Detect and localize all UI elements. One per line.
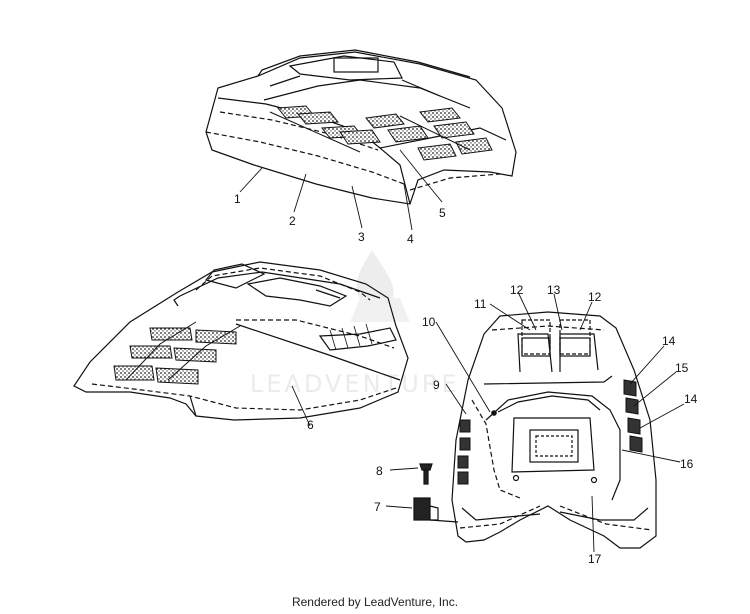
right-side-vents	[623, 379, 643, 453]
callout-10: 10	[422, 315, 436, 329]
underside-hood-assembly	[385, 291, 685, 553]
callout-14-lower: 14	[684, 392, 698, 406]
watermark: LEADVENTURE	[250, 250, 460, 398]
callout-12-right: 12	[588, 290, 602, 304]
callout-labels: 1 2 3 4 5 6 7 8 9 10 11 12 13 12 14 15 1…	[234, 192, 698, 566]
callout-6: 6	[307, 418, 314, 432]
callout-9: 9	[433, 378, 440, 392]
middle-hood-vents	[113, 321, 241, 385]
callout-13: 13	[547, 283, 561, 297]
callout-12-left: 12	[510, 283, 524, 297]
callout-8: 8	[376, 464, 383, 478]
callout-15: 15	[675, 361, 689, 375]
left-side-vents	[457, 419, 471, 485]
callout-3: 3	[358, 230, 365, 244]
watermark-text: LEADVENTURE	[250, 370, 460, 398]
bracket-7	[413, 497, 459, 523]
footer-credit: Rendered by LeadVenture, Inc.	[291, 595, 459, 609]
callout-7: 7	[374, 500, 381, 514]
top-hood-vents	[269, 105, 493, 161]
callout-11: 11	[474, 297, 487, 311]
callout-1: 1	[234, 192, 241, 206]
callout-16: 16	[680, 457, 694, 471]
callout-5: 5	[439, 206, 446, 220]
top-hood-assembly	[205, 49, 517, 231]
middle-hood-assembly	[73, 261, 409, 427]
callout-2: 2	[289, 214, 296, 228]
callout-14-upper: 14	[662, 334, 676, 348]
callout-17: 17	[588, 552, 602, 566]
fastener-8	[419, 463, 433, 485]
callout-4: 4	[407, 232, 414, 246]
